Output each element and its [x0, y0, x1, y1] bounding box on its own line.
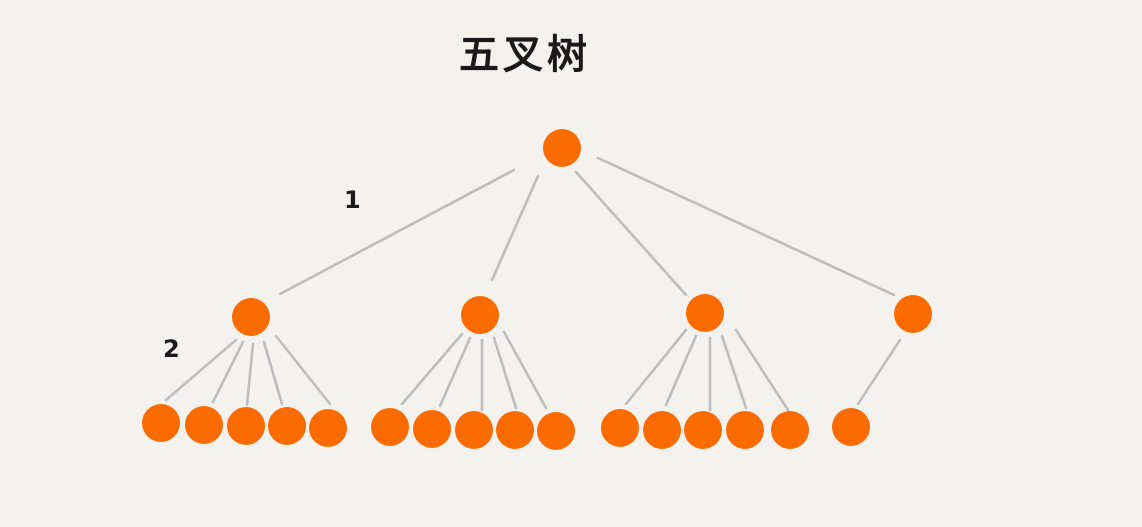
level1-node	[232, 298, 270, 336]
edge	[274, 334, 332, 406]
edge	[856, 338, 902, 406]
edge	[245, 342, 255, 407]
edge	[664, 334, 698, 407]
level2-node	[537, 412, 575, 450]
level2-node	[643, 411, 681, 449]
edge	[596, 156, 896, 297]
level1-node	[894, 295, 932, 333]
level-label-2: 2	[163, 335, 180, 363]
level2-node	[185, 406, 223, 444]
edge	[720, 334, 748, 410]
level2-node	[371, 408, 409, 446]
edges-root	[278, 156, 896, 297]
level-label-1: 1	[344, 186, 361, 214]
edge	[492, 336, 518, 410]
diagram-title: 五叉树	[459, 32, 591, 78]
level2-node	[455, 411, 493, 449]
edge	[624, 328, 688, 406]
level2-node	[142, 404, 180, 442]
level2-node	[832, 408, 870, 446]
level1-node	[461, 296, 499, 334]
edge	[400, 332, 464, 406]
level2-node	[496, 411, 534, 449]
level2-node	[726, 411, 764, 449]
edge	[438, 336, 472, 408]
level2-node	[413, 410, 451, 448]
level2-node	[771, 411, 809, 449]
level2-node	[268, 407, 306, 445]
level1-node	[686, 294, 724, 332]
level2-node	[227, 407, 265, 445]
edges-node-b	[400, 330, 548, 412]
edge	[502, 330, 548, 410]
edges-node-a	[164, 334, 332, 407]
edge	[164, 338, 238, 402]
level2-node	[684, 411, 722, 449]
edge	[278, 168, 516, 296]
nodes	[142, 129, 932, 450]
edge	[211, 340, 245, 404]
edge	[574, 170, 688, 297]
level2-node	[601, 409, 639, 447]
root-node	[543, 129, 581, 167]
level2-node	[309, 409, 347, 447]
edges-node-d	[856, 338, 902, 406]
edges-node-c	[624, 328, 790, 412]
edge	[734, 328, 790, 412]
edge	[490, 174, 540, 282]
edge	[262, 340, 284, 406]
